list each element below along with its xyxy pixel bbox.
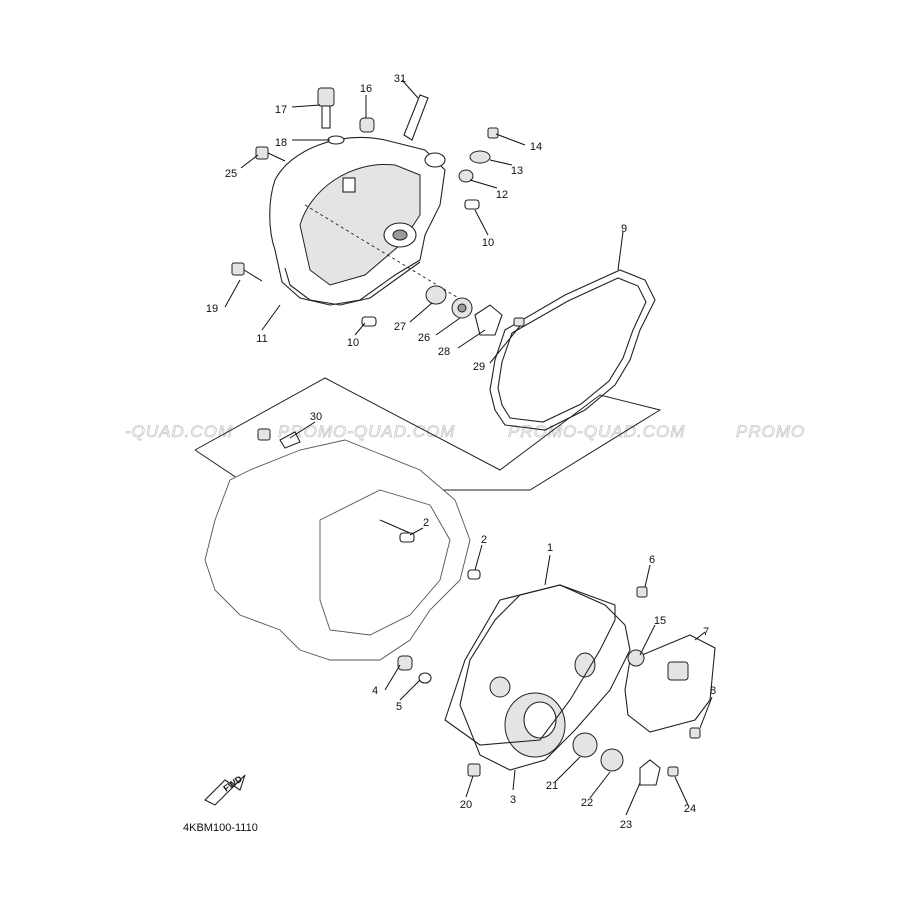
plug-4 [397,655,413,671]
callout-8: 8 [710,685,716,697]
oil-filler-plug [317,87,335,129]
dowel-ghost-line [379,519,411,534]
callout-24: 24 [684,803,696,815]
diagram-code: 4KBM100-1110 [183,822,258,834]
dashed-axis [304,204,471,306]
clip-23 [639,759,661,786]
bolt-8 [689,727,701,739]
oil-seal-27 [425,285,447,305]
callout-21: 21 [546,780,558,792]
callout-17: 17 [275,104,287,116]
fwd-label: FWD [221,773,244,793]
bearing-21 [572,732,598,758]
bolt-6 [636,586,648,598]
bearing-bore [457,303,467,313]
callout-23: 23 [620,819,632,831]
gasket-large [489,269,656,431]
dowel-pin-10b [361,316,377,327]
callout-27: 27 [394,321,406,333]
retainer-28 [474,304,503,336]
callout-7: 7 [703,626,709,638]
callout-3: 3 [510,794,516,806]
screw-cap [469,150,491,164]
callout-20: 20 [460,799,472,811]
callout-26: 26 [418,332,430,344]
callout-25: 25 [225,168,237,180]
callout-12: 12 [496,189,508,201]
callout-22: 22 [581,797,593,809]
callout-11: 11 [256,333,267,345]
callout-10a: 10 [482,237,494,249]
engine-inner-ghost [319,489,451,636]
screw-29 [513,317,525,327]
seal-22 [600,748,624,772]
guard-plate-7 [624,634,716,733]
callout-9: 9 [621,223,627,235]
watermark-text: -QUAD.COM [125,422,233,441]
bolt-25 [255,146,286,162]
callout-6: 6 [649,554,655,566]
callout-18: 18 [275,137,287,149]
bolt-19 [231,262,263,282]
bolt-20 [467,763,481,777]
leader-lines [224,79,713,816]
callout-16: 16 [360,83,372,95]
bolt-30 [257,428,301,449]
callout-2b: 2 [481,534,487,546]
callout-31: 31 [394,73,406,85]
bracket [403,94,429,141]
callout-14: 14 [530,141,542,153]
crankcase-cover-left [269,136,446,306]
washer-5 [418,672,432,684]
callout-19: 19 [206,303,218,315]
callout-1: 1 [547,542,553,554]
fwd-arrow-icon: FWD [204,773,246,806]
screw-14 [487,127,499,139]
gasket-large-inner [497,277,647,423]
callout-4: 4 [372,685,378,697]
guard-window [667,661,689,681]
screw-24 [667,766,679,777]
seal-12 [458,169,474,183]
o-ring [327,135,345,145]
callout-2a: 2 [423,517,429,529]
callout-29: 29 [473,361,485,373]
callout-5: 5 [396,701,402,713]
dowel-pin-10a [464,199,480,210]
crankcase-cover-right [459,584,631,771]
watermark-row: -QUAD.COM PROMO-QUAD.COM PROMO-QUAD.COM … [125,422,805,442]
callout-10b: 10 [347,337,359,349]
callout-30: 30 [310,411,322,423]
watermark-text: PROMO-QUAD.COM [278,422,455,441]
gasket-right [444,584,616,746]
callout-28: 28 [438,346,450,358]
callout-15: 15 [654,615,666,627]
watermark-text: PROMO [736,422,805,441]
watermark-text: PROMO-QUAD.COM [508,422,685,441]
oil-seal-small [359,117,375,133]
callout-labels: 1 2 2 3 4 5 6 7 8 9 10 10 11 12 13 14 15… [206,73,716,831]
dowel-pin-2b [467,569,481,580]
callout-13: 13 [511,165,523,177]
